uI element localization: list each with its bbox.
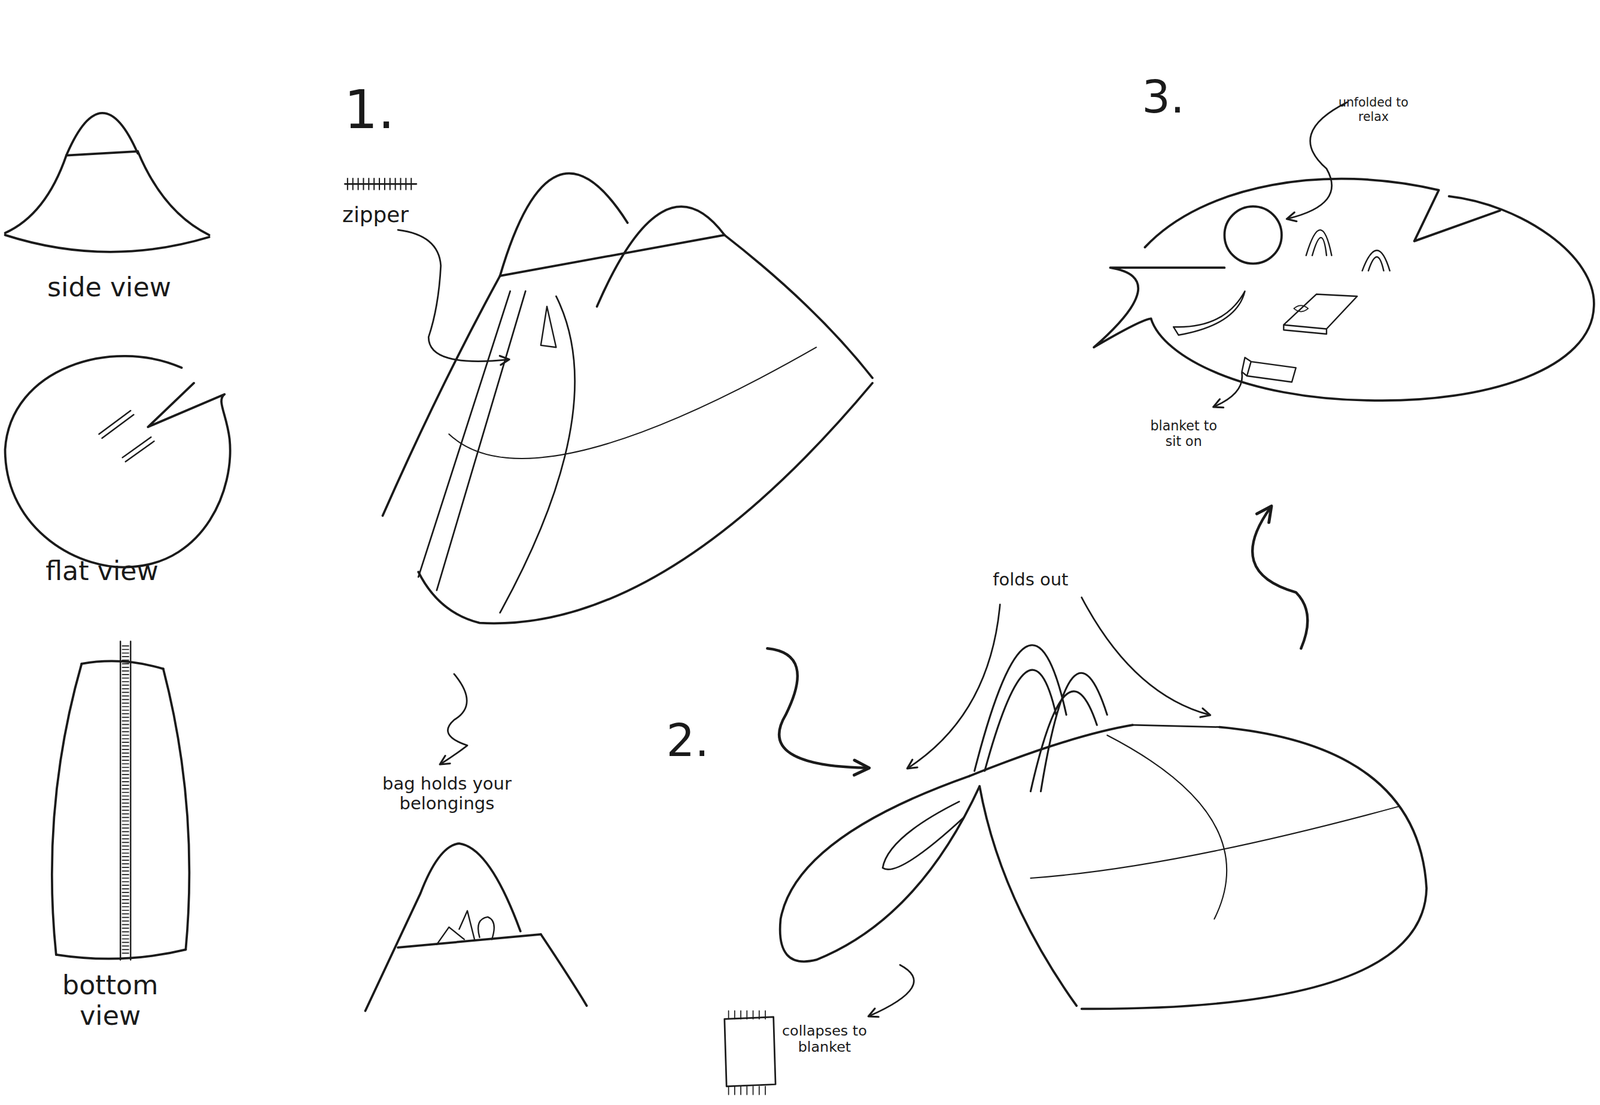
bottom-view-sketch [52, 640, 190, 960]
flat-view-sketch [5, 356, 231, 568]
sketch-annotation: 2. [652, 714, 724, 766]
sketch-annotation: 3. [1127, 71, 1199, 123]
sketch-annotation: blanket to sit on [1142, 418, 1225, 449]
sketch-annotation: bottom view [49, 969, 172, 1031]
zipper-teeth [347, 177, 415, 190]
sketch-annotation: 1. [328, 79, 410, 141]
sketch-annotation: zipper [319, 202, 433, 227]
sketch-annotation: folds out [969, 569, 1092, 590]
bag-contents-sketch [365, 673, 587, 1011]
sketch-annotation: flat view [0, 555, 205, 586]
sketch-annotation: unfolded to relax [1337, 95, 1410, 124]
unfolding-sketch [724, 507, 1427, 1095]
zipper-symbol [344, 183, 416, 185]
side-view-sketch [5, 113, 210, 252]
sketch-annotation: collapses to blanket [778, 1022, 871, 1056]
blanket-sketch [1093, 102, 1595, 407]
sketch-annotation: bag holds your belongings [375, 773, 519, 814]
bag-sketch [382, 173, 873, 624]
sketch-annotation: side view [7, 271, 212, 303]
